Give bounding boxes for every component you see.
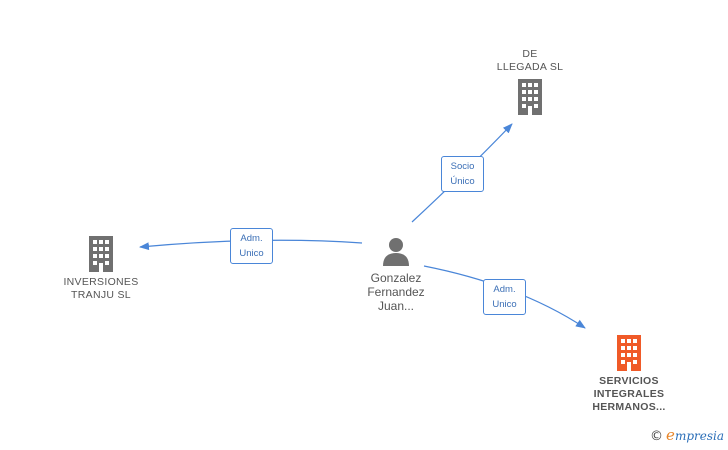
edge-label-adm-inversiones[interactable]: Adm. Unico <box>230 228 273 264</box>
node-person-gonzalez[interactable]: Gonzalez Fernandez Juan... <box>346 236 446 313</box>
building-icon <box>617 335 641 371</box>
node-label-servicios-integrales: SERVICIOS INTEGRALES HERMANOS... <box>592 375 666 413</box>
copyright-symbol: © <box>650 429 664 444</box>
node-label-inversiones-tranju: INVERSIONES TRANJU SL <box>63 276 139 301</box>
brand-initial: e <box>666 426 675 444</box>
brand-name: mpresia <box>674 429 724 443</box>
building-icon <box>89 236 113 272</box>
node-label-de-llegada: DE LLEGADA SL <box>496 48 564 73</box>
node-label-person: Gonzalez Fernandez Juan... <box>367 271 425 313</box>
empresia-brand[interactable]: ©empresia <box>650 426 724 444</box>
node-de-llegada[interactable]: DE LLEGADA SL <box>470 48 590 115</box>
building-icon <box>518 79 542 115</box>
edge-label-adm-servicios[interactable]: Adm. Unico <box>483 279 526 315</box>
person-icon <box>383 238 409 266</box>
node-inversiones-tranju[interactable]: INVERSIONES TRANJU SL <box>41 236 161 302</box>
node-servicios-integrales[interactable]: SERVICIOS INTEGRALES HERMANOS... <box>567 335 691 414</box>
edge-label-socio-unico[interactable]: Socio Único <box>441 156 484 192</box>
